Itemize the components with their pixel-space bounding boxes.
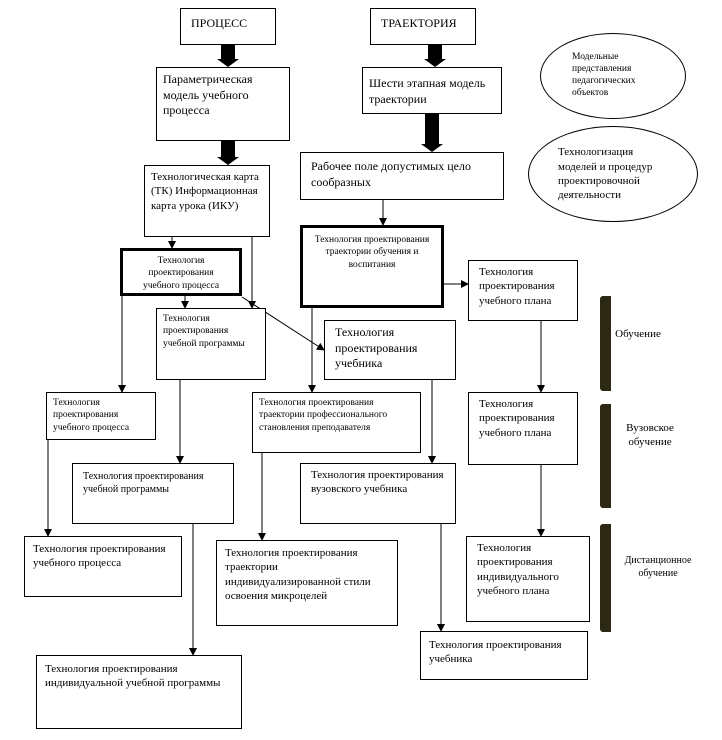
parametric-model-box: Параметрическая модель учебного процесса (156, 67, 290, 141)
legend-model-representations: Модельные представления педагогических о… (540, 33, 686, 119)
distance-learning-side-bar (600, 524, 611, 632)
bold-arrow-trajectory-to-model (424, 45, 446, 67)
tech-individual-plan-box: Технология проектирования индивидуальног… (466, 536, 590, 622)
tech-process-box-3: Технология проектирования учебного проце… (24, 536, 182, 597)
learning-side-bar (600, 296, 611, 391)
tech-individual-trajectory-box: Технология проектирования траектории инд… (216, 540, 398, 626)
legend-technologization-label: Технологизация моделей и процедур проект… (558, 146, 653, 202)
bold-arrow-model-to-techmap (217, 141, 239, 165)
university-learning-label: Вузовское обучение (626, 422, 674, 449)
tech-program-box-2: Технология проектирования учебной програ… (72, 463, 234, 524)
university-learning-side-bar (600, 404, 611, 508)
tech-teacher-trajectory-box: Технология проектирования траектории про… (252, 392, 421, 453)
bold-arrow-sixstage-to-workfield (421, 114, 443, 152)
six-stage-model-box: Шести этапная модель траектории (362, 67, 502, 114)
learning-label: Обучение (615, 328, 661, 340)
tech-textbook-box-2: Технология проектирования учебника (420, 631, 588, 680)
tech-university-textbook-box: Технология проектирования вузовского уче… (300, 463, 456, 524)
legend-model-representations-label: Модельные представления педагогических о… (572, 52, 636, 98)
tech-textbook-box-1: Технология проектирования учебника (324, 320, 456, 380)
tech-individual-program-box: Технология проектирования индивидуальной… (36, 655, 242, 729)
process-header: ПРОЦЕСС (180, 8, 276, 45)
tech-program-box-1: Технология проектирования учебной програ… (156, 308, 266, 380)
tech-plan-box-2: Технология проектирования учебного плана (468, 392, 578, 465)
tech-process-design-box: Технология проектирования учебного проце… (120, 248, 242, 296)
trajectory-header: ТРАЕКТОРИЯ (370, 8, 476, 45)
tech-plan-box-1: Технология проектирования учебного плана (468, 260, 578, 321)
distance-learning-label: Дистанционное обучение (624, 555, 692, 579)
tech-trajectory-design-box: Технология проектирования траектории обу… (300, 225, 444, 308)
tech-process-box-2: Технология проектирования учебного проце… (46, 392, 156, 440)
tech-map-box: Технологическая карта (ТК) Информационна… (144, 165, 270, 237)
work-field-box: Рабочее поле допустимых цело сообразных (300, 152, 504, 200)
bold-arrow-process-to-model (217, 45, 239, 67)
legend-technologization: Технологизация моделей и процедур проект… (528, 126, 698, 222)
